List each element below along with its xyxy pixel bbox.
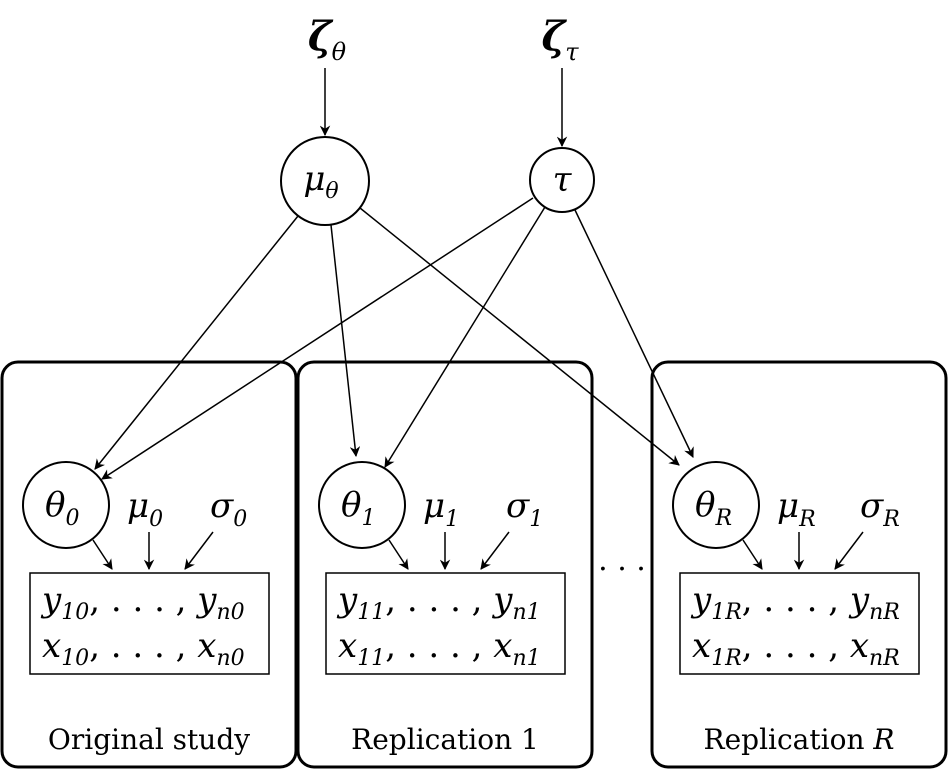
theta-label: θ1	[341, 485, 375, 531]
zeta-theta-label: ζθ	[308, 13, 347, 66]
edge-tau-theta-1	[384, 206, 546, 468]
sigma-label: σ0	[210, 486, 247, 532]
plate-replication-r	[650, 360, 948, 769]
edge-sigma-data	[834, 531, 864, 570]
mu-label: μ1	[423, 486, 459, 532]
plate-label: Original study	[48, 723, 250, 756]
plate-label: Replication 1	[351, 723, 539, 756]
data-row-y: y11, . . . , yn1	[336, 580, 541, 625]
plate-label: Replication R	[704, 723, 895, 756]
theta-node	[22, 461, 110, 549]
edge-tau-theta-0	[101, 197, 534, 480]
data-row-x: x10, . . . , xn0	[42, 626, 245, 671]
data-row-y: y1R, . . . , ynR	[690, 580, 900, 625]
theta-node	[318, 461, 406, 549]
mu-label: μR	[777, 486, 816, 532]
data-row-y: y10, . . . , yn0	[40, 580, 245, 625]
edge-sigma-data	[184, 531, 214, 570]
plate-ellipsis: . . .	[598, 543, 646, 578]
mu-label: μ0	[127, 486, 163, 532]
theta-node	[672, 461, 760, 549]
mu-theta-label: μθ	[303, 159, 338, 204]
mu-theta-node	[280, 136, 370, 226]
sigma-label: σR	[860, 486, 900, 532]
plate-replication-1	[296, 360, 594, 769]
theta-label: θ0	[45, 485, 79, 531]
data-box	[679, 572, 920, 675]
edge-mu-theta-theta-1	[330, 224, 361, 458]
sigma-label: σ1	[506, 486, 543, 532]
data-row-x: x11, . . . , xn1	[338, 626, 541, 671]
edge-tau-theta-r	[574, 209, 694, 458]
data-row-x: x1R, . . . , xnR	[692, 626, 900, 671]
edge-sigma-data	[480, 531, 510, 570]
edge-theta-data	[388, 539, 409, 570]
edge-mu-theta-theta-r	[359, 207, 680, 466]
tau-node	[529, 147, 595, 213]
theta-label: θR	[695, 485, 732, 531]
plate-original-study	[0, 360, 298, 769]
data-box	[325, 572, 566, 675]
tau-label: τ	[553, 160, 573, 200]
zeta-tau-label: ζτ	[542, 13, 580, 66]
edge-theta-data	[92, 539, 113, 570]
edge-mu-theta-theta-0	[94, 215, 299, 470]
data-box	[29, 572, 270, 675]
edge-theta-data	[742, 539, 763, 570]
